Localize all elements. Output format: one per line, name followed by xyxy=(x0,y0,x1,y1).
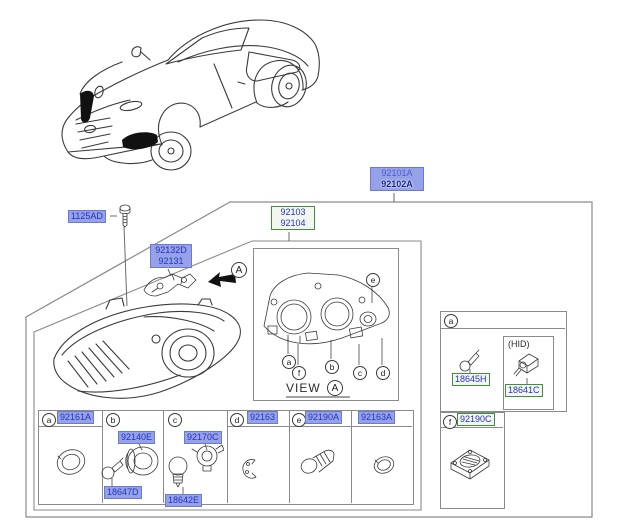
part-label-18641C[interactable]: 18641C xyxy=(505,384,543,397)
part-label-92140E[interactable]: 92140E xyxy=(118,431,156,444)
hid-sub-box xyxy=(503,336,554,410)
cell-d-header-line xyxy=(227,426,289,427)
right-box-a-letter: a xyxy=(444,314,458,328)
table-divider xyxy=(163,410,164,503)
ring-92163A-icon xyxy=(373,456,395,474)
cell-b-letter: b xyxy=(106,413,120,427)
ballast-icon xyxy=(450,449,490,480)
cell-e-header-line xyxy=(289,426,351,427)
part-label-92190A[interactable]: 92190A xyxy=(305,411,343,424)
car-illustration xyxy=(61,19,320,171)
part-label-92163A[interactable]: 92163A xyxy=(358,411,396,424)
socket-92190A-icon xyxy=(300,449,335,474)
right-box-f-letter: f xyxy=(443,415,457,429)
part-number-92131[interactable]: 92131 xyxy=(158,256,184,266)
right-box-a xyxy=(440,311,567,412)
part-label-1125AD[interactable]: 1125AD xyxy=(68,210,106,223)
table-divider xyxy=(289,410,290,503)
part-label-92161A[interactable]: 92161A xyxy=(57,411,95,424)
cell-a-header-line xyxy=(38,426,102,427)
view-label: VIEW xyxy=(286,381,321,395)
arrow-ref-letter: A xyxy=(231,262,247,278)
cell-a-letter: a xyxy=(42,413,56,427)
view-callout-c: c xyxy=(353,366,367,380)
part-number-92102A[interactable]: 92102A xyxy=(381,179,413,189)
part-label-92101A-92102A[interactable]: 92101A 92102A xyxy=(370,167,424,191)
retainer-ring-icon xyxy=(56,449,86,475)
table-divider xyxy=(102,410,103,503)
part-number-92103[interactable]: 92103 xyxy=(280,207,306,217)
bracket-illustration xyxy=(143,273,197,297)
table-divider xyxy=(351,410,352,503)
bulb-socket-icon xyxy=(191,444,224,472)
part-label-92163[interactable]: 92163 xyxy=(247,411,279,424)
hid-bulb-18641C-icon xyxy=(513,353,539,377)
part-number-92104[interactable]: 92104 xyxy=(280,218,306,228)
part-label-18647D[interactable]: 18647D xyxy=(104,486,142,499)
cell-e-letter: e xyxy=(292,413,306,427)
clip-icon xyxy=(242,459,257,479)
cell-c-letter: c xyxy=(168,413,182,427)
view-callout-a: a xyxy=(282,355,296,369)
parts-table xyxy=(38,410,414,505)
hid-caption: (HID) xyxy=(508,339,530,349)
bolt-icon xyxy=(119,204,131,228)
part-label-18642E[interactable]: 18642E xyxy=(165,494,203,507)
view-callout-b: b xyxy=(325,360,339,374)
right-box-f-header-line xyxy=(440,427,503,428)
table-divider xyxy=(227,410,228,503)
headlamp-illustration xyxy=(53,297,241,399)
view-a-box xyxy=(253,248,399,401)
outer-boundary xyxy=(25,201,593,518)
part-label-92170C[interactable]: 92170C xyxy=(184,431,222,444)
dust-cap-icon xyxy=(125,446,159,476)
headlamp-shading xyxy=(80,90,158,150)
view-callout-d: d xyxy=(376,366,390,380)
bulb-18647D-icon xyxy=(101,457,124,480)
right-box-f xyxy=(440,412,505,509)
part-label-92190C[interactable]: 92190C xyxy=(457,413,495,426)
part-label-92132D-92131[interactable]: 92132D 92131 xyxy=(150,244,192,268)
direction-arrow-icon xyxy=(208,272,236,287)
cell-d-letter: d xyxy=(230,413,244,427)
right-box-a-header-line xyxy=(440,328,565,329)
part-number-92101A[interactable]: 92101A xyxy=(381,168,413,178)
sub-assembly-boundary xyxy=(33,240,422,511)
part-label-92103-92104[interactable]: 92103 92104 xyxy=(271,206,315,230)
view-callout-f: f xyxy=(292,366,306,380)
part-label-18645H[interactable]: 18645H xyxy=(452,373,490,386)
bulb-18642E-icon xyxy=(168,456,188,488)
cell-extra-header-line xyxy=(351,426,412,427)
part-number-92132D[interactable]: 92132D xyxy=(155,245,187,255)
bulb-18645H-icon xyxy=(459,349,480,372)
rear-view-illustration xyxy=(263,272,390,345)
view-callout-e: e xyxy=(366,273,380,287)
view-ref-letter: A xyxy=(327,380,343,396)
